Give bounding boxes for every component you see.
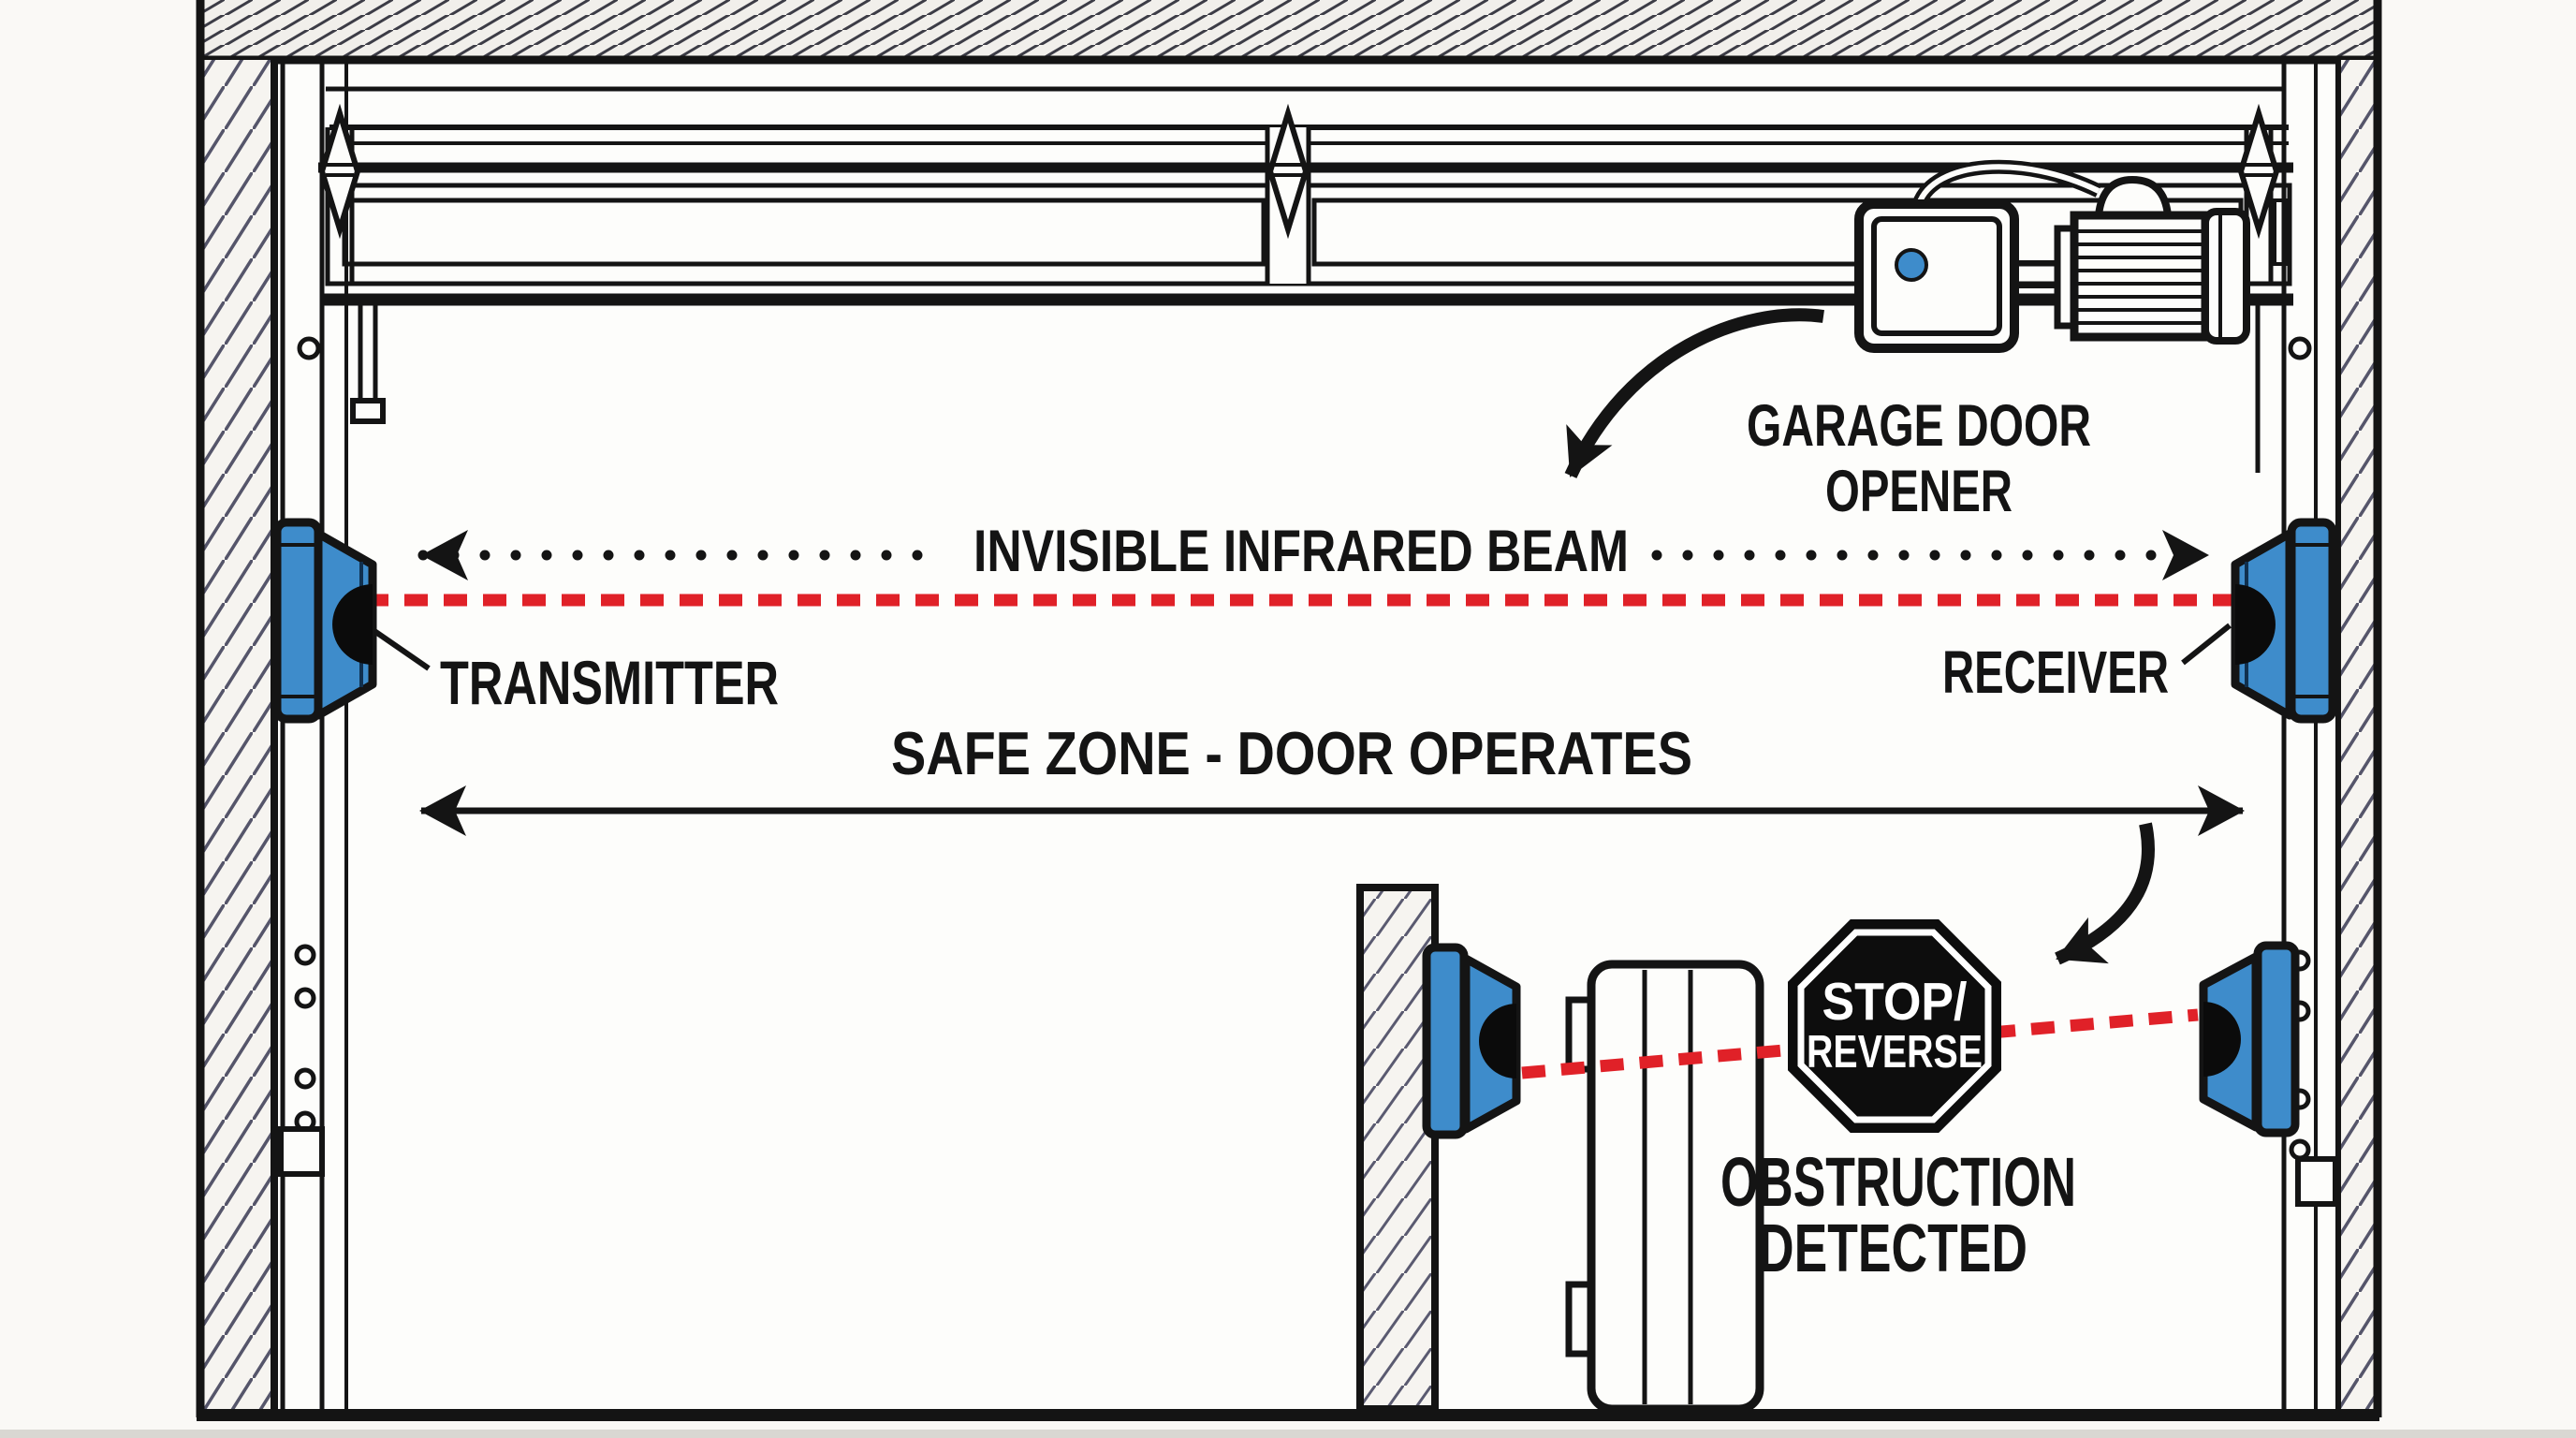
sensor-lens-icon: [332, 584, 373, 665]
motor-body: [2070, 211, 2210, 342]
motor-end-cap: [2202, 208, 2250, 345]
receiver-leader-line: [2181, 623, 2232, 666]
infrared-beam-label: INVISIBLE INFRARED BEAM: [973, 519, 1629, 584]
garage-door-opener-unit: [1854, 159, 2250, 353]
receiver-sensor: [2231, 518, 2337, 724]
right-jamb: [2335, 0, 2382, 1417]
door-roller-diamond: [1266, 103, 1310, 240]
sensor-lens-icon: [1479, 1004, 1516, 1078]
opener-motor: [2014, 175, 2250, 345]
ceiling-hatch: [197, 0, 2379, 65]
transmitter-sensor: [272, 518, 377, 724]
floor-line: [197, 1409, 2379, 1421]
transmitter-leader-line: [373, 628, 431, 671]
door-roller-diamond: [2237, 103, 2280, 240]
obstruction-label-line2: DETECTED: [1758, 1211, 2027, 1286]
motor-fins: [2076, 229, 2203, 325]
safe-zone-label: SAFE ZONE - DOOR OPERATES: [891, 719, 1692, 787]
receiver-label: RECEIVER: [1942, 638, 2169, 706]
door-roller-diamond: [318, 103, 361, 240]
track-bolts-left: [278, 336, 325, 1177]
door-bracket-left: [350, 305, 386, 424]
stop-sign-line1: STOP/: [1822, 972, 1968, 1032]
page-bottom-edge: [0, 1430, 2576, 1438]
obstruction-label-line1: OBSTRUCTION: [1720, 1143, 2076, 1221]
blocked-infrared-beam: [1521, 1008, 2199, 1079]
motor-mount-bracket: [2095, 175, 2172, 216]
obstruction-object: [1565, 960, 1764, 1414]
left-jamb: [196, 0, 278, 1417]
opener-label-line2: OPENER: [1825, 459, 2012, 524]
door-roller-diamonds: [318, 103, 2280, 240]
sensor-lens-icon: [2203, 1002, 2241, 1077]
garage-door-panels: [318, 86, 2293, 473]
sensor-lens-icon: [2235, 584, 2276, 665]
stop-reverse-sign: STOP/ REVERSE: [1788, 919, 2001, 1133]
bottom-receiver-sensor: [2199, 941, 2300, 1137]
stop-sign-line2: REVERSE: [1807, 1027, 1983, 1078]
opener-label-line1: GARAGE DOOR: [1747, 393, 2091, 459]
bottom-transmitter-sensor: [1422, 943, 1521, 1139]
transmitter-label: TRANSMITTER: [440, 648, 779, 717]
power-indicator-dot: [1895, 248, 1928, 282]
stop-octagon-icon: [1788, 919, 2001, 1133]
door-panel-left: [342, 198, 1266, 267]
curved-arrow-stop: [2055, 822, 2155, 965]
curved-arrow-opener: [1564, 308, 1824, 478]
